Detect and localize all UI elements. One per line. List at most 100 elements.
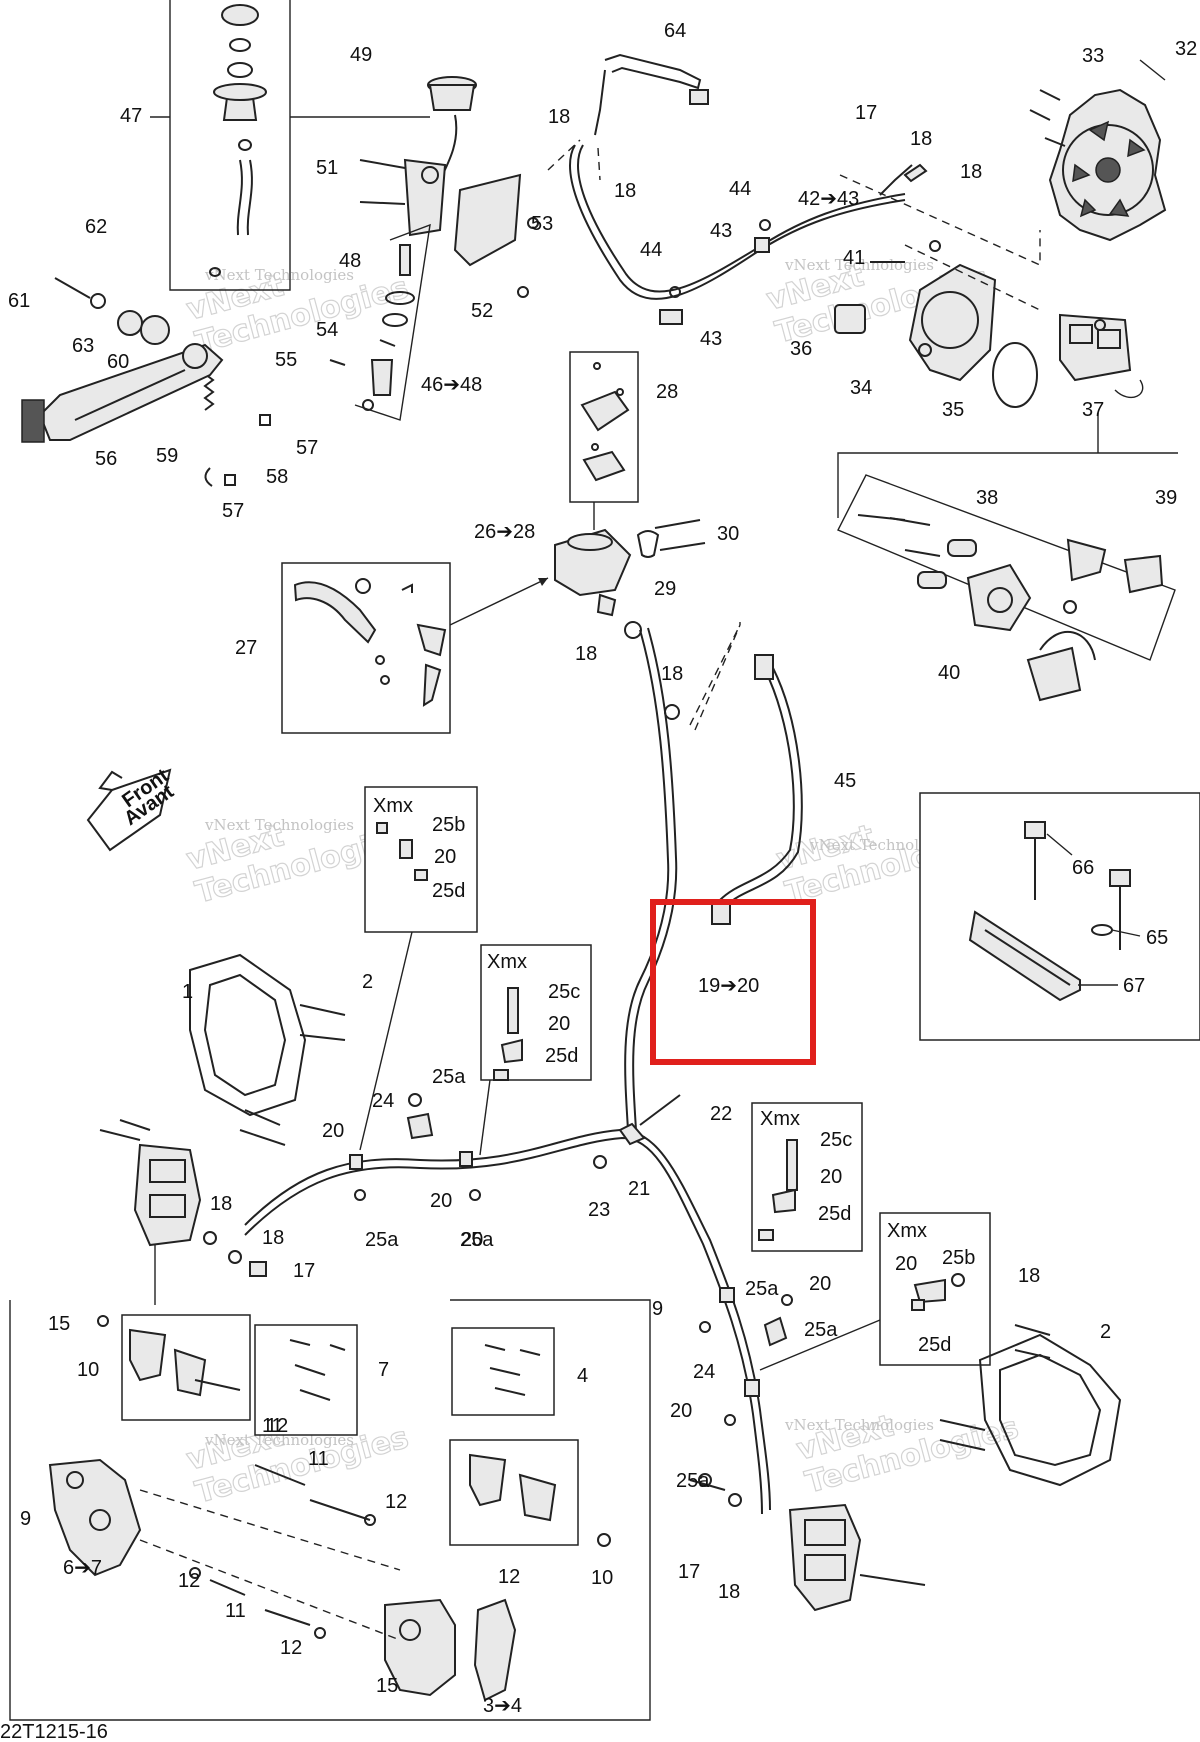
callout-62: 62 bbox=[85, 216, 107, 238]
xmx-b-item: 20 bbox=[548, 1013, 570, 1035]
highlight-rectangle bbox=[650, 899, 816, 1065]
callout-26-28: 26➔28 bbox=[474, 521, 535, 543]
callout-39: 39 bbox=[1155, 487, 1177, 509]
xmx-d-item: 25d bbox=[918, 1334, 951, 1356]
callout-1: 1 bbox=[182, 981, 193, 1003]
callout-1: 2 bbox=[1100, 1321, 1111, 1343]
callout-2: 2 bbox=[362, 971, 373, 993]
callout-12: 12 bbox=[385, 1491, 407, 1513]
callout-35: 35 bbox=[942, 399, 964, 421]
callout-22: 22 bbox=[710, 1103, 732, 1125]
callout-3-4: 15 bbox=[376, 1675, 398, 1697]
callout-6-7: 6➔7 bbox=[63, 1557, 102, 1579]
callout-34: 34 bbox=[850, 377, 872, 399]
callout-53: 53 bbox=[531, 213, 553, 235]
callout-40: 40 bbox=[938, 662, 960, 684]
callout-41: 41 bbox=[843, 247, 865, 269]
callout-17: 17 bbox=[293, 1260, 315, 1282]
callout-47: 47 bbox=[120, 105, 142, 127]
callout-23: 23 bbox=[588, 1199, 610, 1221]
rear-brake-hose-group bbox=[547, 53, 928, 325]
callout-12: 12 bbox=[266, 1415, 288, 1437]
callout-38: 38 bbox=[976, 487, 998, 509]
callout-25a: 25a bbox=[460, 1229, 494, 1251]
front-direction-arrow: Front Avant bbox=[86, 765, 178, 852]
xmx-c-item: 20 bbox=[820, 1166, 842, 1188]
callout-46-48: 46➔48 bbox=[421, 374, 482, 396]
callout-15: 15 bbox=[48, 1313, 70, 1335]
callout-64: 64 bbox=[664, 20, 686, 42]
figure-code: 22T1215-16 bbox=[0, 1721, 108, 1742]
callout-4: 4 bbox=[577, 1365, 588, 1387]
callout-66: 66 bbox=[1072, 857, 1094, 879]
callout-17: 17 bbox=[855, 102, 877, 124]
callout-58: 58 bbox=[266, 466, 288, 488]
caliper-overhaul-group bbox=[9, 1299, 651, 1721]
callout-43: 43 bbox=[700, 328, 722, 350]
xmx-a-item: 25d bbox=[432, 880, 465, 902]
watermark-small: vNext Technologies bbox=[784, 1416, 934, 1434]
callout-20: 20 bbox=[322, 1120, 344, 1142]
callout-20: 24 bbox=[693, 1361, 715, 1383]
callout-12: 12 bbox=[280, 1637, 302, 1659]
callout-57: 57 bbox=[222, 500, 244, 522]
xmx-a-item: 25b bbox=[432, 814, 465, 836]
watermark-small: vNext Technologies bbox=[204, 816, 354, 834]
xmx-b-item: 25d bbox=[545, 1045, 578, 1067]
callout-51: 51 bbox=[316, 157, 338, 179]
callout-18: 18 bbox=[661, 663, 683, 685]
callout-52: 52 bbox=[471, 300, 493, 322]
xmx-c-item: 25d bbox=[818, 1203, 851, 1225]
callout-67: 67 bbox=[1123, 975, 1145, 997]
callout-17: 25a bbox=[676, 1470, 710, 1492]
callout-9: 9 bbox=[20, 1508, 31, 1530]
callout-43: 43 bbox=[710, 220, 732, 242]
xmx-c-title: Xmx bbox=[760, 1108, 800, 1130]
callout-25a: 25a bbox=[432, 1066, 466, 1088]
callout-45: 45 bbox=[834, 770, 856, 792]
xmx-a-item: 20 bbox=[434, 846, 456, 868]
callout-29: 29 bbox=[654, 578, 676, 600]
callout-20-25a: 20 bbox=[461, 1229, 483, 1251]
callout-2: 18 bbox=[1018, 1265, 1040, 1287]
callout-18: 18 bbox=[718, 1581, 740, 1603]
front-hose-network bbox=[99, 953, 1122, 1612]
callout-21: 21 bbox=[628, 1178, 650, 1200]
callout-49: 49 bbox=[350, 44, 372, 66]
callout-18: 18 bbox=[210, 1193, 232, 1215]
callout-44: 44 bbox=[640, 239, 662, 261]
callout-61: 61 bbox=[8, 290, 30, 312]
callout-59: 59 bbox=[156, 445, 178, 467]
callout-11: 11 bbox=[308, 1448, 329, 1470]
callout-33: 33 bbox=[1082, 45, 1104, 67]
callout-44: 44 bbox=[729, 178, 751, 200]
xmx-box-b: Xmx bbox=[479, 944, 592, 1156]
callout-27: 27 bbox=[235, 637, 257, 659]
callout-10: 10 bbox=[77, 1359, 99, 1381]
callout-18: 18 bbox=[548, 106, 570, 128]
callout-20: 20 bbox=[430, 1190, 452, 1212]
deflector-box-group bbox=[919, 792, 1200, 1041]
callout-28: 28 bbox=[656, 381, 678, 403]
xmx-d-title: Xmx bbox=[887, 1220, 927, 1242]
callout-18: 18 bbox=[262, 1227, 284, 1249]
callout-36: 36 bbox=[790, 338, 812, 360]
highlight-box: 19➔20 bbox=[650, 899, 816, 1065]
watermark-small: vNext Technologies bbox=[784, 256, 934, 274]
watermark-small: vNext Technologies bbox=[204, 266, 354, 284]
callout-32: 32 bbox=[1175, 38, 1197, 60]
xmx-item-labels: 25b 20 25d 25c 20 25d 25c 20 25d 20 25b … bbox=[432, 814, 975, 1356]
callout-9: 3➔4 bbox=[483, 1695, 522, 1717]
callout-54: 54 bbox=[316, 319, 338, 341]
callout-labels: 47 49 64 18 18 51 53 48 52 62 61 63 60 5… bbox=[8, 20, 1197, 1717]
callout-25a: 20 bbox=[809, 1273, 831, 1295]
callout-25a: 9 bbox=[652, 1298, 663, 1320]
xmx-b-item: 25c bbox=[548, 981, 580, 1003]
callout-20: 25a bbox=[745, 1278, 779, 1300]
callout-56: 56 bbox=[95, 448, 117, 470]
callout-18: 18 bbox=[614, 180, 636, 202]
xmx-d-item: 25b bbox=[942, 1247, 975, 1269]
callout-63: 63 bbox=[72, 335, 94, 357]
callout-24: 25a bbox=[804, 1319, 838, 1341]
